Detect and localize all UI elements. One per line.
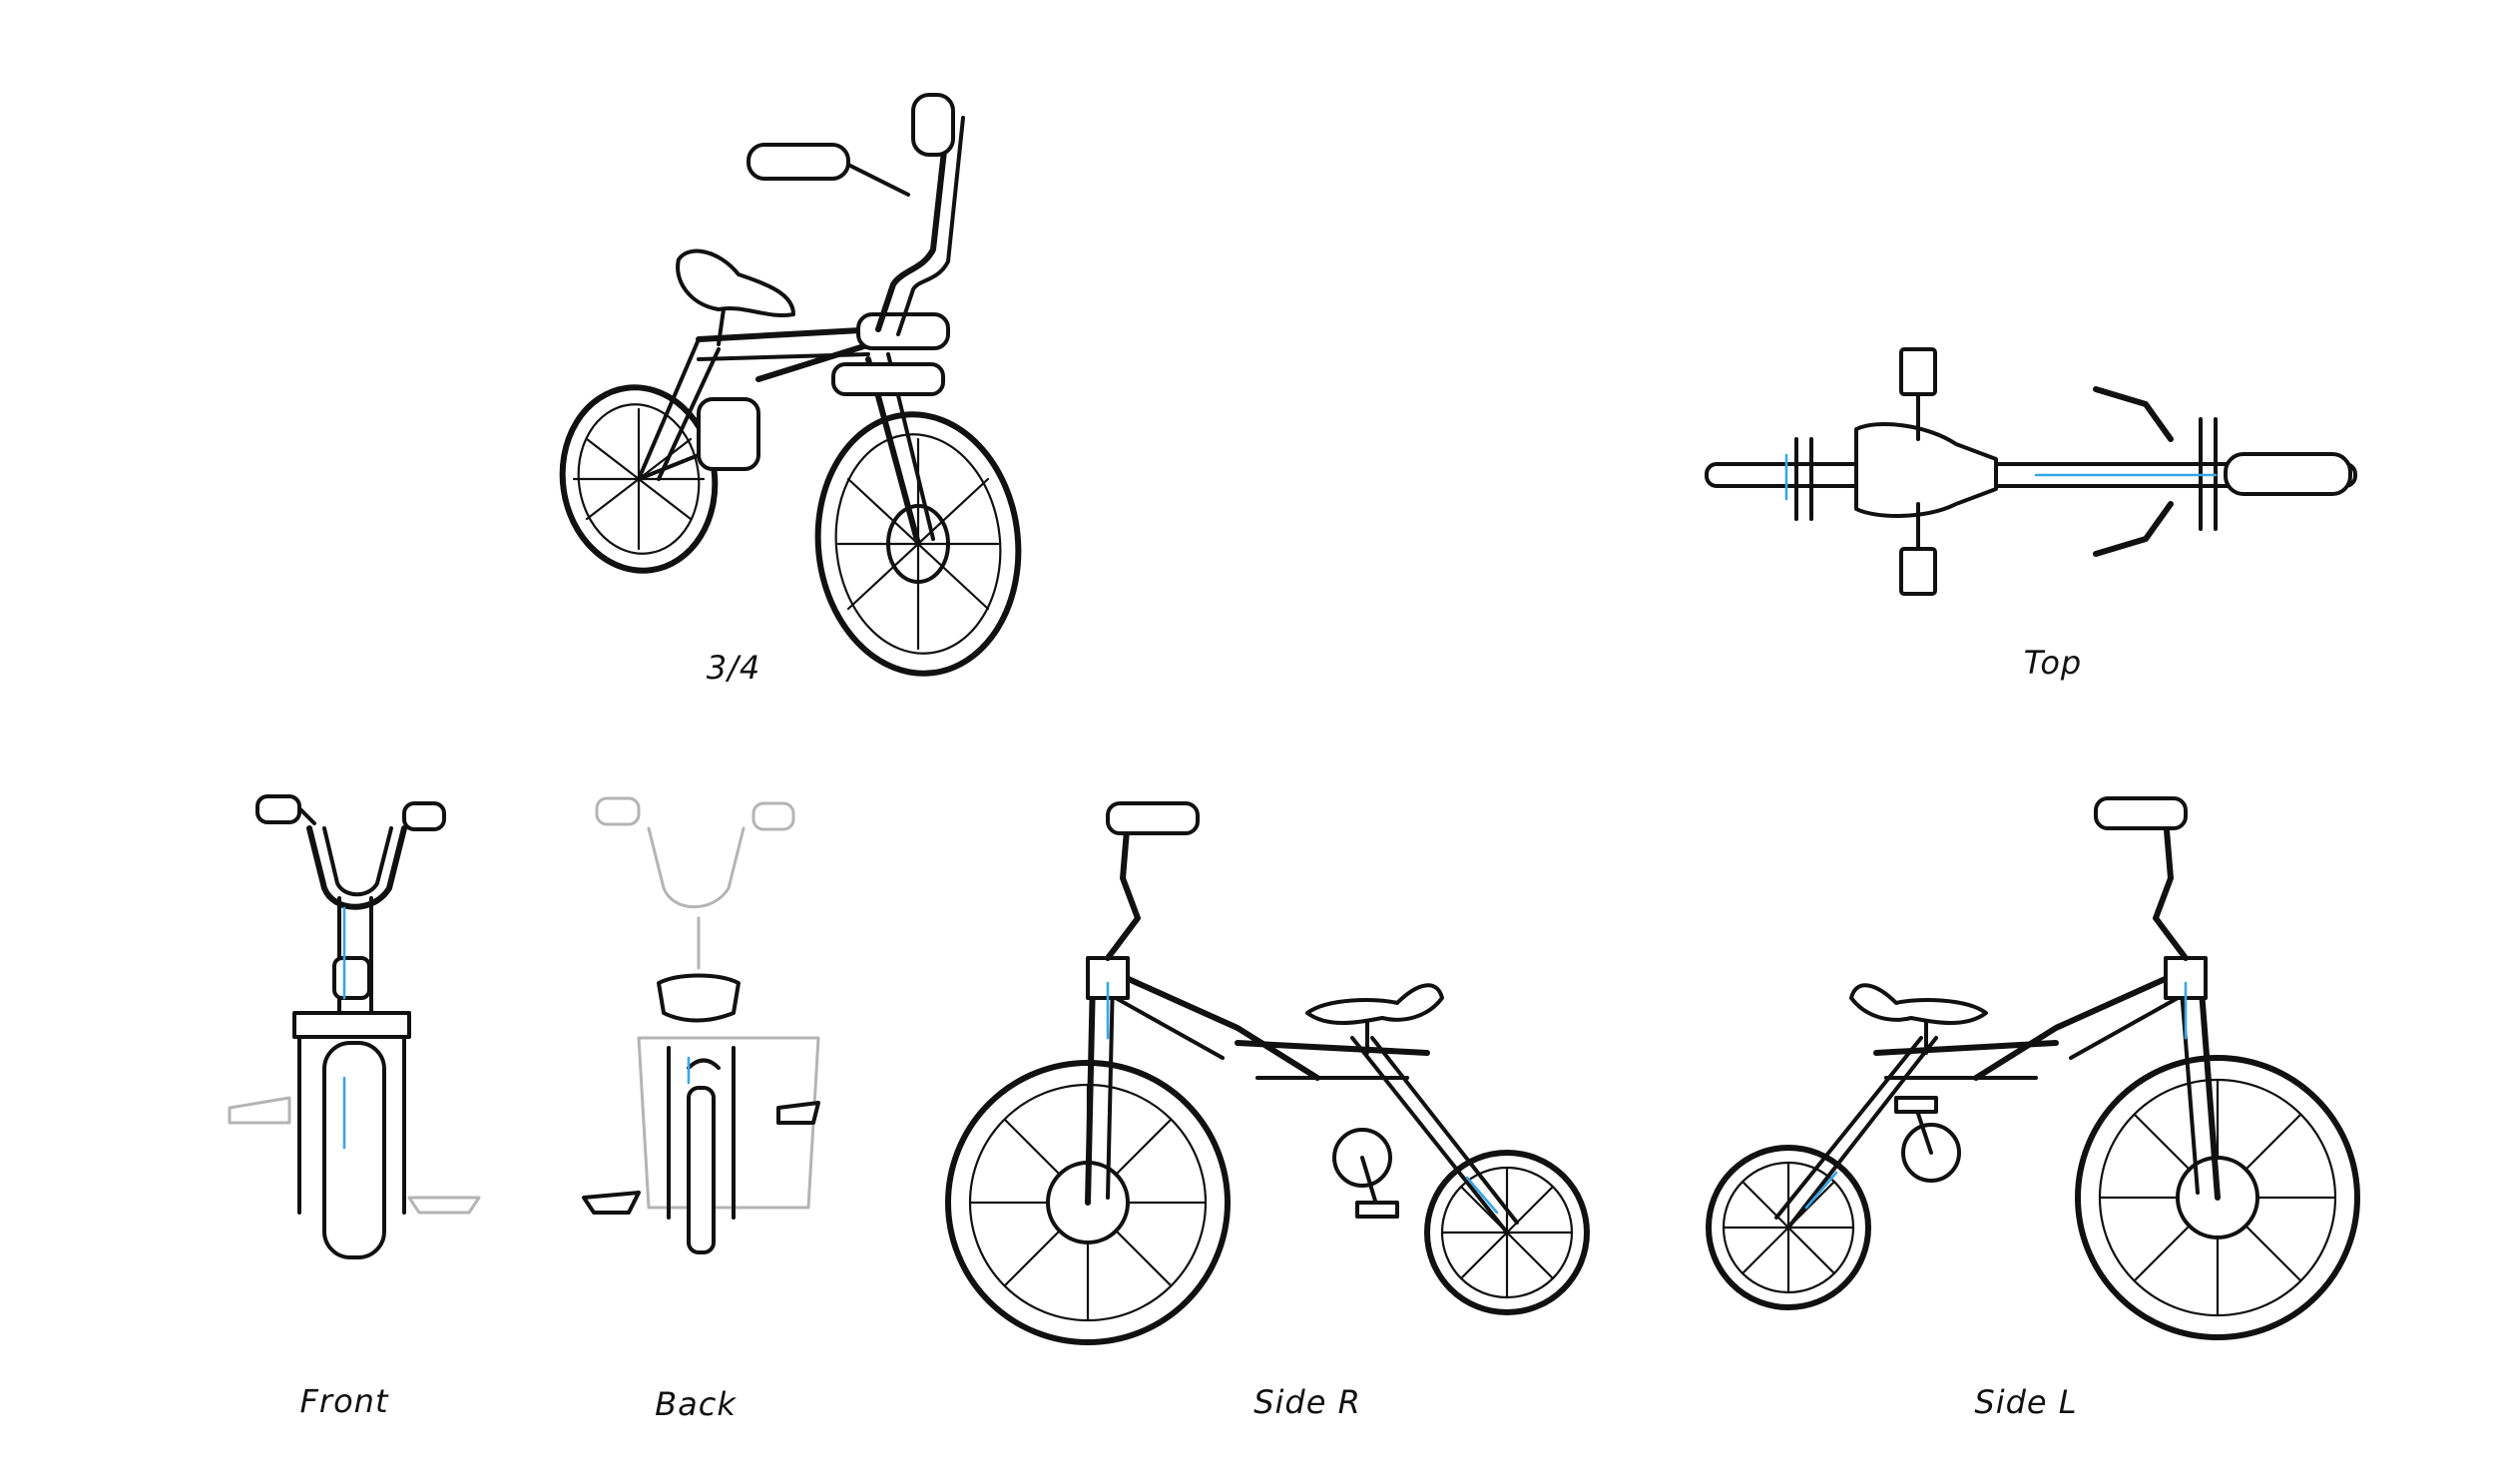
bike-top-view (1705, 347, 2357, 596)
front-tire (322, 1041, 386, 1259)
bike-three-quarter-view (559, 93, 1022, 677)
bike-side-left-view (1706, 796, 2360, 1340)
handlebar (747, 93, 965, 336)
seat-side-l (1849, 983, 1988, 1055)
bike-back-view (582, 796, 820, 1254)
seat (676, 248, 795, 346)
frame (637, 312, 950, 547)
label-front: Front (299, 1382, 389, 1420)
label-side-l: Side L (1974, 1383, 2078, 1421)
training-wheels-ghost (228, 1096, 481, 1215)
label-side-r: Side R (1253, 1383, 1361, 1421)
seat-top (1854, 422, 1998, 518)
frame-side-l (1774, 956, 2221, 1230)
label-back: Back (655, 1385, 737, 1423)
frame-side-r (1085, 956, 1519, 1235)
bike-front-view (228, 794, 481, 1259)
bike-side-right-view (945, 801, 1590, 1345)
handlebar-side-r (1105, 801, 1200, 961)
label-top: Top (2023, 644, 2083, 682)
rear-tire (687, 1086, 716, 1254)
label-three-quarter: 3/4 (706, 649, 761, 687)
handlebar-side-l (2094, 796, 2189, 961)
handlebar-ghost (595, 796, 820, 1210)
seat-back (657, 973, 741, 1023)
seat-side-r (1305, 983, 1444, 1055)
pedal-top-upper (1899, 347, 1937, 396)
pedal-top-lower (1899, 547, 1937, 596)
